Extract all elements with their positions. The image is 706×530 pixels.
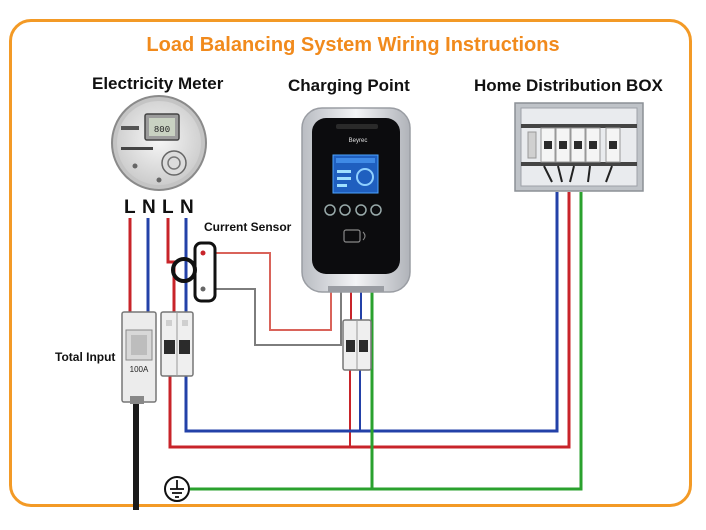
label-current-sensor: Current Sensor bbox=[204, 220, 292, 234]
total-input-breaker: 100A bbox=[121, 311, 157, 404]
wire-live-bus bbox=[168, 192, 571, 449]
current-sensor bbox=[171, 241, 217, 303]
earth-ground-icon bbox=[164, 476, 190, 502]
diagram-title: Load Balancing System Wiring Instruction… bbox=[146, 34, 560, 56]
electricity-meter: 800 bbox=[111, 95, 207, 191]
wire-earth bbox=[190, 192, 583, 491]
charging-point: Beyrec bbox=[301, 107, 411, 293]
terminal-label-n2: N bbox=[180, 197, 194, 218]
charger-brand: Beyrec bbox=[349, 138, 368, 144]
breaker-rating: 100A bbox=[130, 365, 149, 374]
label-charging-point: Charging Point bbox=[288, 76, 410, 95]
terminal-label-l2: L bbox=[162, 197, 174, 218]
label-total-input: Total Input bbox=[55, 350, 116, 364]
terminal-label-n1: N bbox=[142, 197, 156, 218]
house-main-breaker bbox=[160, 311, 194, 377]
terminal-label-l1: L bbox=[124, 197, 136, 218]
wire-sensor-signal-1 bbox=[203, 252, 332, 331]
charger-breaker bbox=[342, 319, 372, 371]
home-distribution-box bbox=[514, 102, 644, 192]
diagram-frame bbox=[9, 19, 692, 507]
meter-display-value: 800 bbox=[154, 125, 170, 135]
wire-meter-l-out bbox=[166, 218, 176, 312]
label-electricity-meter: Electricity Meter bbox=[92, 74, 224, 93]
label-distribution-box: Home Distribution BOX bbox=[474, 76, 663, 95]
wire-sensor-signal-2 bbox=[203, 288, 342, 346]
